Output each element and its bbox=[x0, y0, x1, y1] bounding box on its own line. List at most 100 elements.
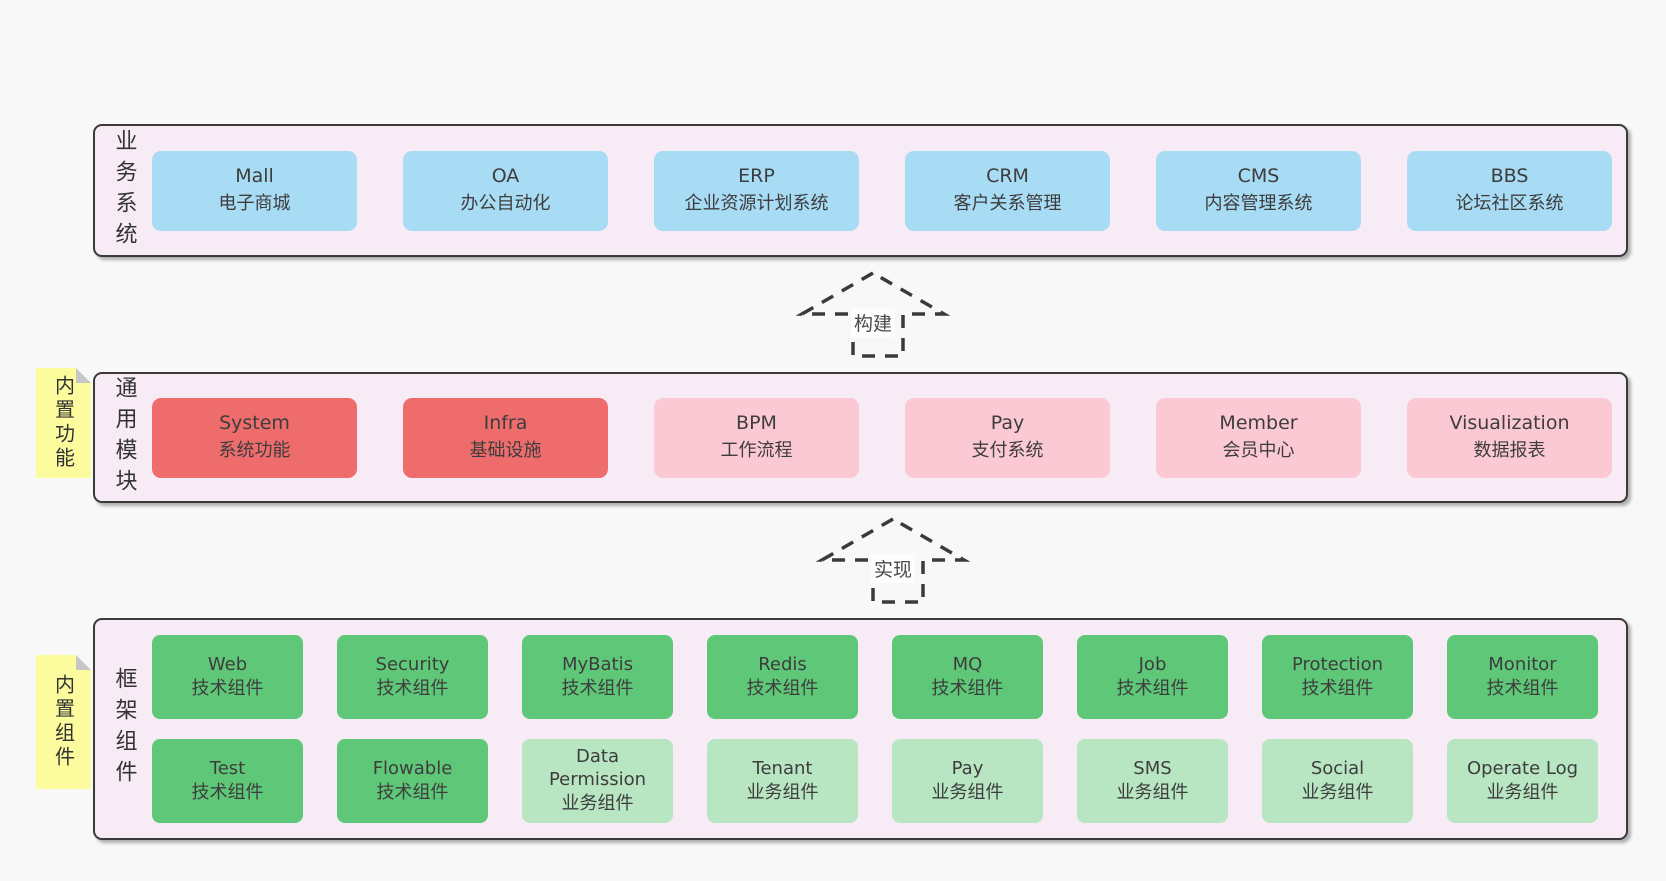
box-monitor: Monitor 技术组件 bbox=[1447, 635, 1598, 719]
box-bpm-desc: 工作流程 bbox=[720, 440, 793, 462]
box-crm-desc: 客户关系管理 bbox=[953, 193, 1062, 215]
box-visualization-desc: 数据报表 bbox=[1473, 440, 1546, 462]
box-bpm: BPM 工作流程 bbox=[654, 397, 859, 478]
arrow-build-label: 构建 bbox=[850, 308, 896, 337]
box-pay-desc: 支付系统 bbox=[971, 440, 1044, 462]
box-tenant-desc: 业务组件 bbox=[746, 782, 819, 803]
box-operate-log-name: Operate Log bbox=[1466, 757, 1579, 779]
box-flowable-name: Flowable bbox=[372, 757, 453, 779]
framework-row-2: Test 技术组件 Flowable 技术组件 Data Permission … bbox=[152, 739, 1598, 823]
box-security-name: Security bbox=[375, 653, 450, 675]
box-redis-name: Redis bbox=[758, 653, 807, 675]
box-job-name: Job bbox=[1138, 653, 1167, 675]
sticky-built-in-features: 内置功能 bbox=[36, 368, 91, 478]
box-social-desc: 业务组件 bbox=[1301, 782, 1374, 803]
box-operate-log: Operate Log 业务组件 bbox=[1447, 739, 1598, 823]
box-pay-biz-desc: 业务组件 bbox=[931, 782, 1004, 803]
panel-common-modules: 通用模块 System 系统功能 Infra 基础设施 BPM 工作流程 Pay… bbox=[93, 372, 1628, 503]
sticky-built-in-components-text: 内置组件 bbox=[51, 674, 76, 770]
box-mq-desc: 技术组件 bbox=[931, 678, 1004, 699]
panel-business-systems: 业务系统 Mall 电子商城 OA 办公自动化 ERP 企业资源计划系统 CRM… bbox=[93, 124, 1628, 257]
box-mall: Mall 电子商城 bbox=[152, 150, 357, 231]
box-mall-desc: 电子商城 bbox=[218, 193, 291, 215]
business-boxes-row: Mall 电子商城 OA 办公自动化 ERP 企业资源计划系统 CRM 客户关系… bbox=[152, 150, 1612, 231]
box-oa-name: OA bbox=[491, 165, 520, 188]
box-flowable: Flowable 技术组件 bbox=[337, 739, 488, 823]
box-cms: CMS 内容管理系统 bbox=[1156, 150, 1361, 231]
box-job-desc: 技术组件 bbox=[1116, 678, 1189, 699]
box-bbs-desc: 论坛社区系统 bbox=[1455, 193, 1564, 215]
box-member: Member 会员中心 bbox=[1156, 397, 1361, 478]
box-bbs-name: BBS bbox=[1490, 165, 1529, 188]
box-protection: Protection 技术组件 bbox=[1262, 635, 1413, 719]
sticky-built-in-components: 内置组件 bbox=[36, 655, 91, 789]
box-sms-desc: 业务组件 bbox=[1116, 782, 1189, 803]
box-mq-name: MQ bbox=[952, 653, 983, 675]
box-monitor-name: Monitor bbox=[1488, 653, 1557, 675]
box-system-desc: 系统功能 bbox=[218, 440, 291, 462]
box-tenant-name: Tenant bbox=[752, 757, 813, 779]
box-mybatis: MyBatis 技术组件 bbox=[522, 635, 673, 719]
box-protection-desc: 技术组件 bbox=[1301, 678, 1374, 699]
box-infra-desc: 基础设施 bbox=[469, 440, 542, 462]
arrow-build: 构建 bbox=[795, 268, 951, 360]
box-oa: OA 办公自动化 bbox=[403, 150, 608, 231]
box-redis: Redis 技术组件 bbox=[707, 635, 858, 719]
box-test: Test 技术组件 bbox=[152, 739, 303, 823]
box-operate-log-desc: 业务组件 bbox=[1486, 782, 1559, 803]
panel-modules-label-text: 通用模块 bbox=[111, 375, 137, 500]
panel-framework-label-text: 框架组件 bbox=[111, 667, 137, 791]
box-pay-name: Pay bbox=[990, 412, 1025, 435]
box-visualization-name: Visualization bbox=[1449, 412, 1570, 435]
box-system-name: System bbox=[219, 412, 290, 435]
box-job: Job 技术组件 bbox=[1077, 635, 1228, 719]
arrow-implement: 实现 bbox=[815, 514, 971, 606]
arrow-implement-label: 实现 bbox=[870, 554, 916, 583]
box-protection-name: Protection bbox=[1291, 653, 1384, 675]
box-security: Security 技术组件 bbox=[337, 635, 488, 719]
box-bbs: BBS 论坛社区系统 bbox=[1407, 150, 1612, 231]
panel-business-label: 业务系统 bbox=[95, 129, 152, 253]
box-cms-desc: 内容管理系统 bbox=[1204, 193, 1313, 215]
box-infra: Infra 基础设施 bbox=[403, 397, 608, 478]
box-visualization: Visualization 数据报表 bbox=[1407, 397, 1612, 478]
panel-framework-components: 框架组件 Web 技术组件 Security 技术组件 MyBatis 技术组件… bbox=[93, 618, 1628, 840]
box-crm: CRM 客户关系管理 bbox=[905, 150, 1110, 231]
box-monitor-desc: 技术组件 bbox=[1486, 678, 1559, 699]
box-infra-name: Infra bbox=[483, 412, 528, 435]
box-social-name: Social bbox=[1310, 757, 1365, 779]
framework-row-1: Web 技术组件 Security 技术组件 MyBatis 技术组件 Redi… bbox=[152, 635, 1598, 719]
box-erp-name: ERP bbox=[738, 165, 775, 188]
box-tenant: Tenant 业务组件 bbox=[707, 739, 858, 823]
box-mall-name: Mall bbox=[235, 165, 274, 188]
sticky-built-in-features-text: 内置功能 bbox=[51, 375, 76, 471]
panel-modules-label: 通用模块 bbox=[95, 376, 152, 500]
box-erp-desc: 企业资源计划系统 bbox=[684, 193, 829, 215]
box-redis-desc: 技术组件 bbox=[746, 678, 819, 699]
box-web-name: Web bbox=[207, 653, 248, 675]
framework-grid: Web 技术组件 Security 技术组件 MyBatis 技术组件 Redi… bbox=[152, 635, 1598, 823]
box-social: Social 业务组件 bbox=[1262, 739, 1413, 823]
panel-framework-label: 框架组件 bbox=[95, 667, 152, 791]
box-bpm-name: BPM bbox=[736, 412, 777, 435]
box-sms: SMS 业务组件 bbox=[1077, 739, 1228, 823]
box-flowable-desc: 技术组件 bbox=[376, 782, 449, 803]
box-security-desc: 技术组件 bbox=[376, 678, 449, 699]
box-mq: MQ 技术组件 bbox=[892, 635, 1043, 719]
box-erp: ERP 企业资源计划系统 bbox=[654, 150, 859, 231]
box-data-permission-name: Data Permission bbox=[548, 746, 647, 790]
box-pay-biz: Pay 业务组件 bbox=[892, 739, 1043, 823]
box-web-desc: 技术组件 bbox=[191, 678, 264, 699]
box-pay-biz-name: Pay bbox=[951, 757, 984, 779]
box-mybatis-name: MyBatis bbox=[562, 653, 633, 675]
box-member-desc: 会员中心 bbox=[1222, 440, 1295, 462]
box-member-name: Member bbox=[1219, 412, 1298, 435]
modules-boxes-row: System 系统功能 Infra 基础设施 BPM 工作流程 Pay 支付系统… bbox=[152, 397, 1612, 478]
box-data-permission-desc: 业务组件 bbox=[561, 793, 634, 815]
box-pay: Pay 支付系统 bbox=[905, 397, 1110, 478]
box-crm-name: CRM bbox=[986, 165, 1029, 188]
panel-business-label-text: 业务系统 bbox=[111, 128, 137, 253]
box-oa-desc: 办公自动化 bbox=[460, 193, 551, 215]
box-mybatis-desc: 技术组件 bbox=[561, 678, 634, 699]
